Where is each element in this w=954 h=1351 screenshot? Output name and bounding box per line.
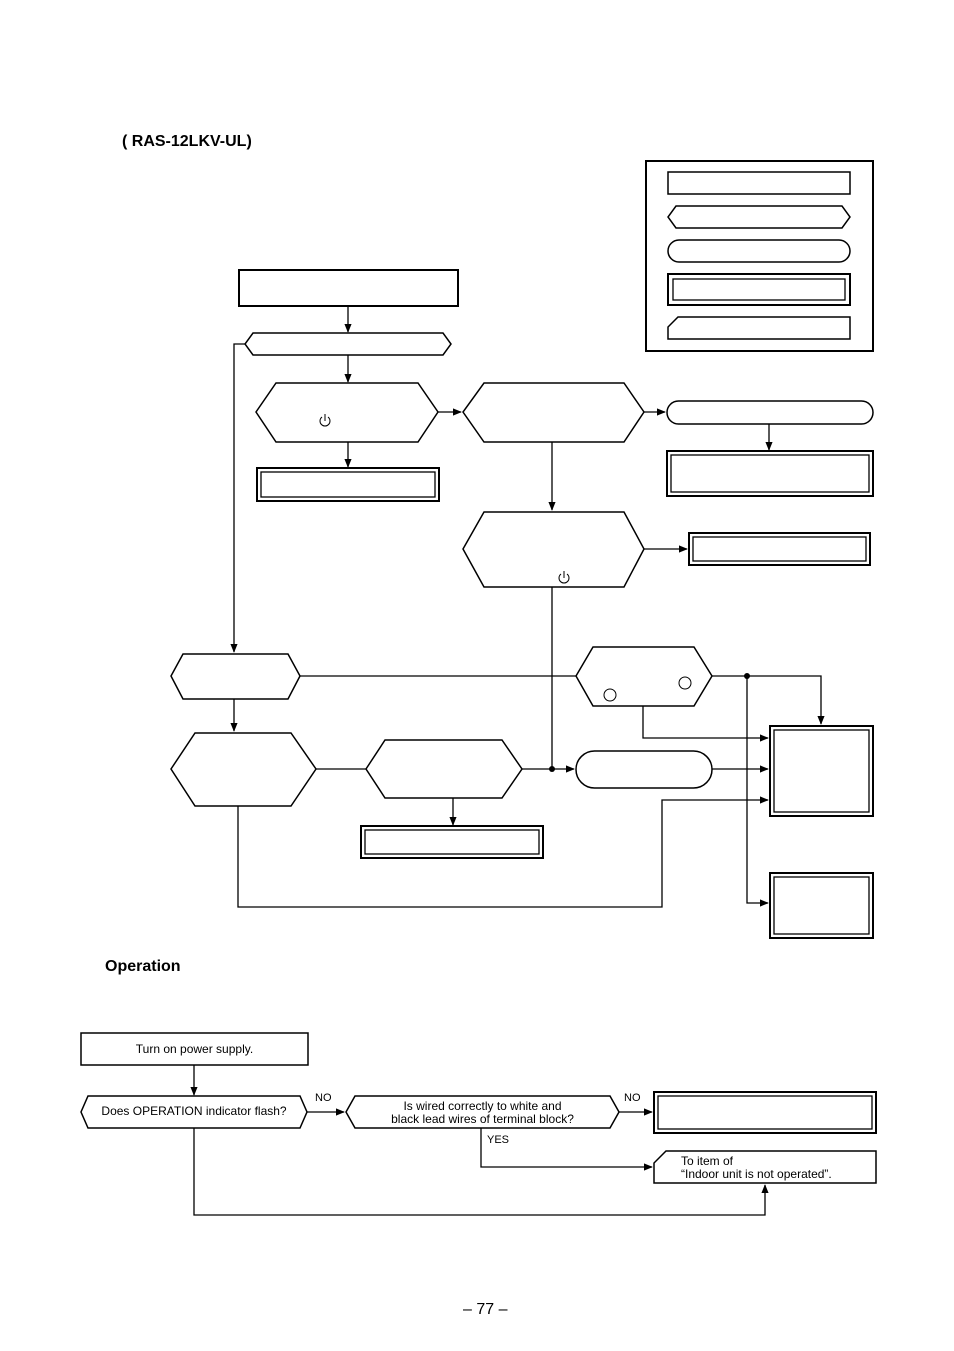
- legend-reference-shape: [667, 316, 851, 340]
- op-decision-1: [80, 1095, 308, 1129]
- result-box-d-inner: [364, 829, 540, 855]
- connector: [193, 1128, 769, 1216]
- decision-hex-c: [462, 511, 645, 588]
- legend-result-shape-inner: [672, 278, 846, 301]
- op-start-label: Turn on power supply.: [135, 1042, 254, 1056]
- result-box-a-inner: [260, 471, 436, 498]
- result-box-e-outer: [769, 725, 874, 817]
- terminal-pill-b: [575, 750, 713, 789]
- connector: [712, 675, 825, 725]
- op-reference-box: [653, 1150, 877, 1184]
- no-label: NO: [315, 1092, 332, 1104]
- op-decision-2-label-line2: black lead wires of terminal block?: [391, 1112, 574, 1126]
- check-decision-bar: [244, 332, 452, 356]
- operation-heading: Operation: [105, 958, 181, 975]
- result-box-f-outer: [769, 872, 874, 939]
- junction-dot: [744, 673, 750, 679]
- power-symbol-icon: [319, 414, 331, 427]
- result-box-c-inner: [692, 536, 867, 562]
- decision-hex-d: [170, 653, 301, 700]
- connector: [746, 676, 769, 907]
- connector: [642, 706, 769, 742]
- page-number: – 77 –: [463, 1301, 508, 1318]
- power-symbol-icon: [558, 571, 570, 584]
- op-result-label-line2: “Indoor unit is not operated”.: [681, 1167, 832, 1181]
- result-box-d-outer: [360, 825, 544, 859]
- no-label: NO: [624, 1092, 641, 1104]
- legend-frame: [645, 160, 874, 352]
- result-box-e-inner: [773, 729, 870, 813]
- model-heading: ( RAS-12LKV-UL): [122, 133, 252, 150]
- op-result-label-line1: To item of: [681, 1154, 734, 1168]
- legend-result-shape-outer: [667, 273, 851, 306]
- connector: [237, 796, 769, 908]
- legend-terminal-shape: [667, 239, 851, 263]
- decision-hex-f: [170, 732, 317, 807]
- op-decision-2: [345, 1095, 620, 1129]
- result-box-a-outer: [256, 467, 440, 502]
- terminal-pill-a: [666, 400, 874, 425]
- connector: [480, 1128, 653, 1171]
- legend-process-shape: [667, 171, 851, 195]
- result-box-b-inner: [670, 454, 870, 493]
- op-result-box-inner: [657, 1095, 873, 1130]
- decision-hex-g: [365, 739, 523, 799]
- circle-icon: [603, 688, 617, 702]
- decision-hex-e: [575, 646, 713, 707]
- result-box-b-outer: [666, 450, 874, 497]
- yes-label: YES: [487, 1134, 510, 1146]
- op-decision-2-label-line1: Is wired correctly to white and: [403, 1099, 562, 1113]
- start-process-box: [238, 269, 459, 307]
- junction-dot: [549, 766, 555, 772]
- op-result-box-outer: [653, 1091, 877, 1134]
- op-decision-1-label: Does OPERATION indicator flash?: [101, 1104, 287, 1118]
- decision-hex-a: [255, 382, 439, 443]
- circle-icon: [678, 676, 692, 690]
- result-box-c-outer: [688, 532, 871, 566]
- connector: [230, 343, 245, 653]
- result-box-f-inner: [773, 876, 870, 935]
- decision-hex-b: [462, 382, 645, 443]
- legend-decision-shape: [667, 205, 851, 229]
